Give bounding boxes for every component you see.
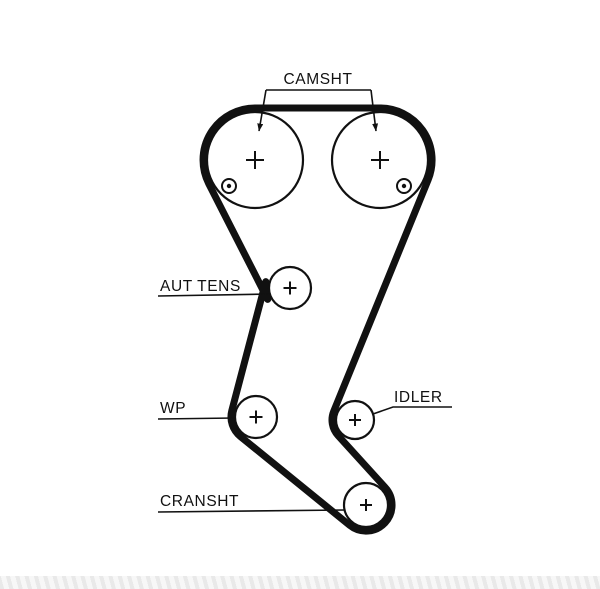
- crankshaft-label: CRANSHT: [160, 493, 239, 510]
- idler-label: IDLER: [394, 389, 443, 406]
- crankshaft-leader: [157, 509, 346, 513]
- watermark-strip: [0, 576, 600, 589]
- timing-mark-right: [396, 178, 412, 194]
- timing-mark-left: [221, 178, 237, 194]
- water-pump-leader: [157, 417, 236, 420]
- tensioner-leader: [157, 293, 271, 297]
- tensioner-label: AUT TENS: [160, 278, 241, 295]
- center-cross-icon: [249, 410, 263, 424]
- center-cross-icon: [371, 151, 389, 169]
- idler-leader: [372, 406, 452, 415]
- center-cross-icon: [349, 414, 361, 426]
- water-pump-label: WP: [160, 400, 186, 417]
- center-cross-icon: [283, 281, 297, 295]
- camshaft-leader-right: [370, 89, 379, 132]
- center-cross-icon: [360, 499, 372, 511]
- timing-belt-path: [199, 104, 436, 535]
- center-cross-icon: [246, 151, 264, 169]
- camshaft-leader-left: [257, 89, 267, 132]
- camshaft-label: CAMSHT: [283, 71, 352, 88]
